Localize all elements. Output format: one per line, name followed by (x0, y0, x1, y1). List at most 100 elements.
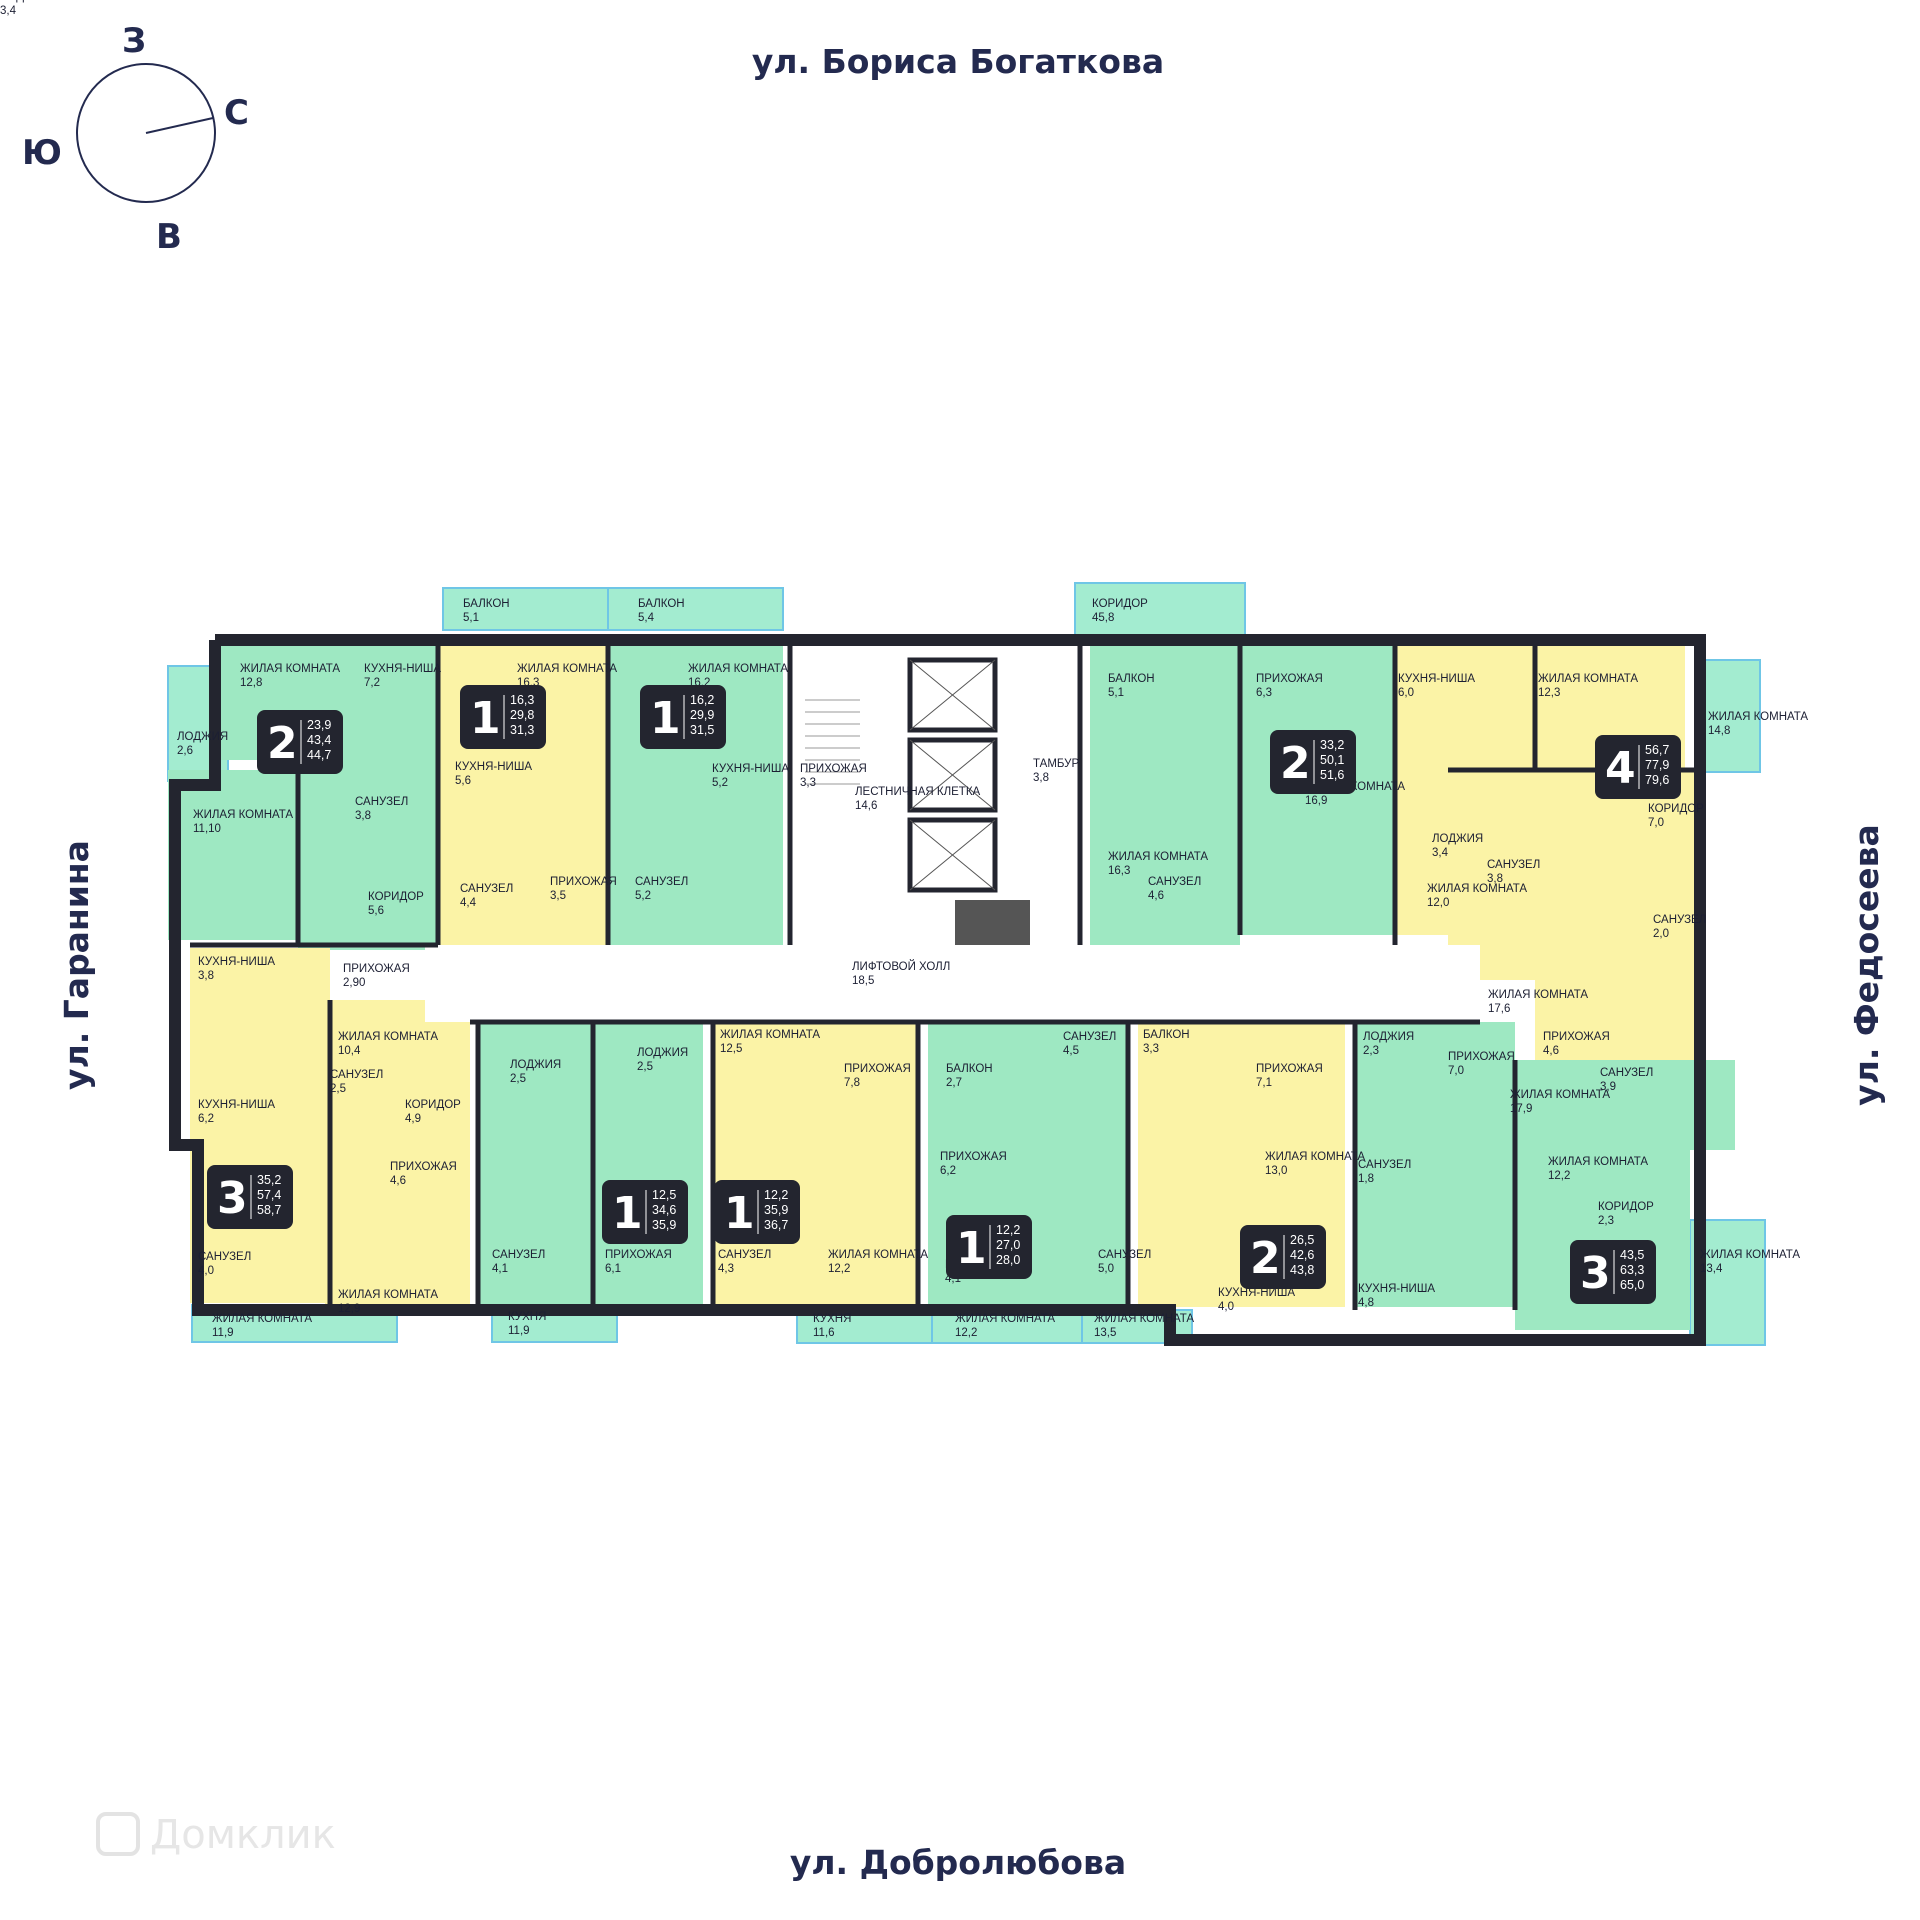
room-fill (298, 760, 438, 950)
room-area: 12,9 (338, 1303, 360, 1315)
outdoor-space (607, 587, 784, 631)
badge-area: 36,7 (764, 1218, 788, 1232)
room-name: БАЛКОН (946, 1063, 993, 1075)
badge-rooms: 2 (267, 718, 298, 769)
room-area: 14,8 (1708, 725, 1730, 737)
room-area: 6,0 (1398, 687, 1414, 699)
room-name: САНУЗЕЛ (492, 1249, 545, 1261)
badge-box (1240, 1225, 1326, 1289)
room-name: ЛОДЖИЯ (0, 0, 51, 3)
room-name: КУХНЯ-НИША (1218, 1287, 1295, 1299)
badge-box (1595, 735, 1681, 799)
room-area: 12,2 (955, 1327, 977, 1339)
room-fill (478, 1022, 593, 1307)
room-area: 14,6 (855, 800, 877, 812)
room-name: ЖИЛАЯ КОМНАТА (828, 1249, 928, 1261)
elevator-shaft (907, 817, 998, 893)
badge-area: 27,0 (996, 1238, 1020, 1252)
outdoor-space (1074, 582, 1246, 636)
badge-rooms: 1 (724, 1188, 755, 1239)
badge-box (257, 710, 343, 774)
room-name: САНУЗЕЛ (718, 1249, 771, 1261)
watermark: Домклик (96, 1812, 336, 1858)
room-area: 3,3 (800, 777, 816, 789)
room-name: САНУЗЕЛ (1487, 859, 1540, 871)
badge-box (1570, 1240, 1656, 1304)
badge-area: 35,9 (764, 1203, 788, 1217)
badge-rooms: 1 (650, 693, 681, 744)
room-area: 7,1 (1256, 1077, 1272, 1089)
room-name: ЖИЛАЯ КОМНАТА (1094, 1313, 1194, 1325)
room-fill (593, 1022, 703, 1307)
badge-area: 16,2 (690, 693, 714, 707)
badge-box (714, 1180, 800, 1244)
room-area: 4,6 (1543, 1045, 1559, 1057)
room-area: 4,5 (1063, 1045, 1079, 1057)
room-name: БАЛКОН (1143, 1029, 1190, 1041)
compass: З С В Ю (22, 21, 249, 257)
room-name: КУХНЯ (508, 1311, 546, 1323)
room-name: ТАМБУР (1033, 758, 1079, 770)
badge-area: 56,7 (1645, 743, 1669, 757)
watermark-text: Домклик (150, 1812, 336, 1858)
badge-area: 58,7 (257, 1203, 281, 1217)
room-label: КОРИДОР 4,9 (405, 1099, 461, 1125)
badge-rooms: 2 (1280, 738, 1311, 789)
compass-east: С (224, 93, 249, 133)
room-name: КУХНЯ-НИША (198, 1099, 275, 1111)
room-area: 7,0 (1448, 1065, 1464, 1077)
room-area: 4,9 (405, 1113, 421, 1125)
room-name: ЛЕСТНИЧНАЯ КЛЕТКА (855, 786, 981, 798)
room-name: КОРИДОР (405, 1099, 461, 1111)
compass-needle (145, 117, 214, 134)
room-area: 6,1 (605, 1263, 621, 1275)
room-area: 12,2 (1548, 1170, 1570, 1182)
room-name: ЖИЛАЯ КОМНАТА (955, 1313, 1055, 1325)
badge-box (460, 685, 546, 749)
compass-icon (76, 63, 216, 203)
room-area: 12,8 (240, 677, 262, 689)
room-area: 13,0 (1265, 1165, 1287, 1177)
room-name: ЖИЛАЯ КОМНАТА (338, 1031, 438, 1043)
room-area: 5,2 (635, 890, 651, 902)
room-area: 3,4 (1432, 847, 1449, 859)
common-areas (425, 640, 1480, 1022)
outer-wall (169, 634, 1706, 1346)
room-label: ЖИЛАЯ КОМНАТА 12,9 (338, 1289, 438, 1315)
room-name: ЖИЛАЯ КОМНАТА (338, 1289, 438, 1301)
room-area: 17,9 (1510, 1103, 1532, 1115)
room-name: ПРИХОЖАЯ (1543, 1031, 1610, 1043)
badge-area: 57,4 (257, 1188, 281, 1202)
room-name: КОРИДОР (1092, 598, 1148, 610)
room-area: 11,9 (508, 1325, 530, 1337)
room-area: 4,6 (1148, 890, 1164, 902)
room-area: 2,0 (1653, 928, 1669, 940)
room-fill (330, 1000, 470, 1145)
badge-rooms: 1 (956, 1223, 987, 1274)
room-area: 18,5 (852, 975, 874, 987)
room-area: 6,2 (198, 1113, 214, 1125)
